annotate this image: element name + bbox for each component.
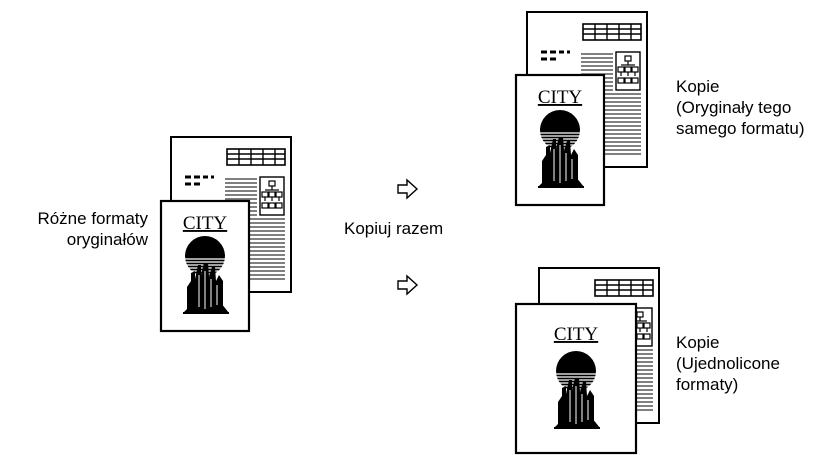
- city-title: CITY: [554, 324, 599, 345]
- left-label-line1: Różne formaty: [8, 208, 148, 229]
- top-right-label-line1: Kopie: [676, 76, 805, 97]
- bottom-right-label-line2: (Ujednolicone: [676, 353, 780, 374]
- arrow-right-icon-top: [398, 180, 417, 198]
- arrow-right-icon-bottom: [398, 276, 417, 294]
- bottom-right-label-line1: Kopie: [676, 332, 780, 353]
- original-front-city-page-icon: CITY: [161, 201, 249, 331]
- top-right-label-line3: samego formatu): [676, 118, 805, 139]
- center-label: Kopiuj razem: [344, 218, 443, 239]
- top-right-label-line2: (Oryginały tego: [676, 97, 805, 118]
- left-label: Różne formaty oryginałów: [8, 208, 148, 250]
- top-right-label: Kopie (Oryginały tego samego formatu): [676, 76, 805, 139]
- center-label-text: Kopiuj razem: [344, 218, 443, 239]
- copy-front-city-page-icon-bottom: CITY: [516, 304, 636, 453]
- copy-front-city-page-icon-top: CITY: [516, 75, 604, 205]
- city-title: CITY: [183, 213, 228, 234]
- left-label-line2: oryginałów: [8, 229, 148, 250]
- bottom-right-label-line3: formaty): [676, 374, 780, 395]
- bottom-right-label: Kopie (Ujednolicone formaty): [676, 332, 780, 395]
- city-title: CITY: [538, 87, 583, 108]
